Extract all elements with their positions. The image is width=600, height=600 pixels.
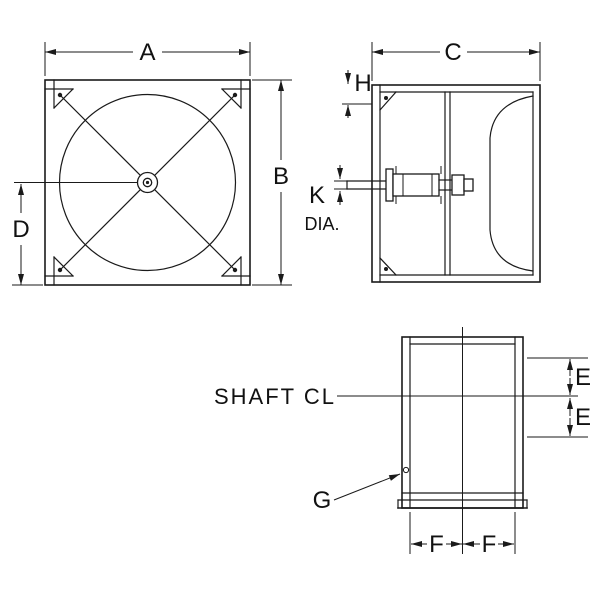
side-view	[346, 84, 541, 283]
dim-b-label: B	[273, 163, 289, 190]
dim-k-label: K	[309, 182, 325, 209]
dim-e-lower-label: E	[575, 404, 591, 431]
dim-g-leader	[333, 473, 401, 501]
shaft-cl-label: SHAFT CL	[214, 384, 336, 409]
side-view-dimensions: C H K DIA.	[304, 39, 541, 234]
dim-f-left-label: F	[429, 531, 444, 558]
shaft-and-bearing-assembly	[346, 166, 474, 204]
bolt-dot	[384, 96, 388, 100]
dim-c-label: C	[444, 39, 461, 66]
bolt-dot	[384, 267, 388, 271]
front-view	[14, 79, 251, 286]
dim-f-right-label: F	[482, 531, 497, 558]
dim-g-label: G	[313, 487, 332, 514]
shaft-flange	[385, 168, 394, 202]
plan-view-dimensions: SHAFT CL E E F F G	[214, 357, 591, 558]
side-corner-gusset-top	[379, 91, 397, 111]
plan-view	[337, 327, 578, 554]
inlet-venturi-profile	[489, 95, 534, 272]
coupler	[451, 174, 465, 196]
bearing-body	[392, 173, 440, 197]
cross-braces	[60, 95, 235, 270]
dim-a-label: A	[139, 39, 155, 66]
dim-e-upper-label: E	[575, 364, 591, 391]
front-view-dimensions: A B D	[12, 39, 292, 286]
side-frame	[371, 84, 541, 283]
side-corner-gusset-bottom	[379, 257, 397, 276]
hub	[136, 171, 159, 194]
dim-k-dia-label: DIA.	[304, 214, 339, 234]
coupler-end	[463, 178, 474, 192]
hub-center-dot	[145, 180, 150, 185]
dim-d-label: D	[12, 216, 29, 243]
dim-h-label: H	[354, 70, 371, 97]
drain-hole	[402, 466, 410, 474]
